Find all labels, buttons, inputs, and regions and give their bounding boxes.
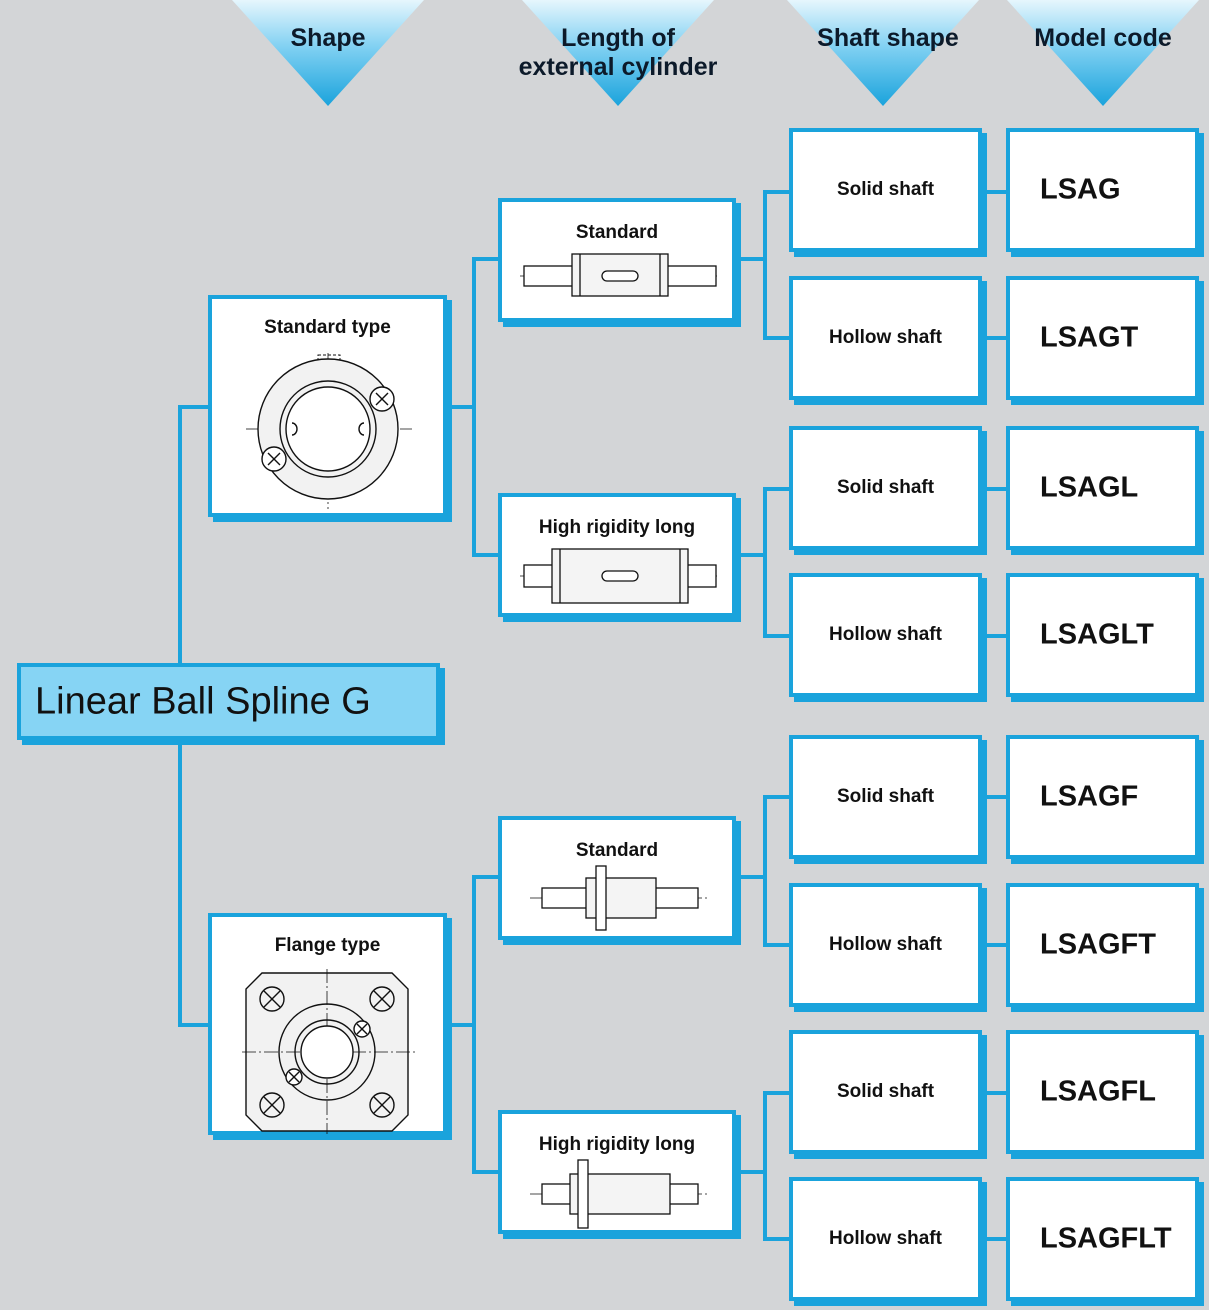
long-length-drawing: [520, 548, 720, 604]
model-label: LSAGT: [1040, 321, 1139, 354]
model-lsaglt: LSAGLT: [1006, 573, 1199, 697]
header-triangle-shaft: [787, 0, 979, 106]
model-lsag: LSAG: [1006, 128, 1199, 252]
header-triangle-length: [522, 0, 714, 106]
flange-standard-length-drawing: [530, 865, 710, 931]
length-high-rigidity-long-1: High rigidity long: [498, 493, 736, 617]
shaft-hollow-3: Hollow shaft: [789, 883, 982, 1007]
model-lsagl: LSAGL: [1006, 426, 1199, 550]
shaft-solid-3: Solid shaft: [789, 735, 982, 859]
length-standard-2: Standard: [498, 816, 736, 940]
length-label: High rigidity long: [538, 517, 696, 538]
header-shape: Shape: [290, 24, 366, 52]
header-length: Length of external cylinder: [518, 24, 718, 81]
header-triangles: [232, 0, 1199, 106]
header-triangle-shape: [232, 0, 424, 106]
length-standard-1: Standard: [498, 198, 736, 322]
model-lsagflt: LSAGFLT: [1006, 1177, 1199, 1301]
header-shaft-shape: Shaft shape: [817, 24, 959, 52]
model-label: LSAGFT: [1040, 928, 1156, 961]
shaft-label: Solid shaft: [836, 179, 935, 200]
shaft-hollow-1: Hollow shaft: [789, 276, 982, 400]
model-label: LSAGFLT: [1040, 1222, 1172, 1255]
flange-type-drawing: [242, 969, 417, 1134]
shaft-label: Solid shaft: [836, 786, 935, 807]
model-lsagfl: LSAGFL: [1006, 1030, 1199, 1154]
flange-long-length-drawing: [530, 1159, 710, 1229]
shape-standard-type: Standard type: [208, 295, 447, 517]
shaft-label: Hollow shaft: [829, 624, 942, 645]
model-label: LSAGL: [1040, 471, 1139, 504]
standard-type-drawing: [246, 353, 412, 509]
length-label: High rigidity long: [538, 1134, 696, 1155]
shape-label: Flange type: [274, 935, 381, 956]
shaft-label: Hollow shaft: [829, 1228, 942, 1249]
shaft-label: Hollow shaft: [829, 327, 942, 348]
shaft-label: Hollow shaft: [829, 934, 942, 955]
model-label: LSAGF: [1040, 780, 1139, 813]
shaft-hollow-4: Hollow shaft: [789, 1177, 982, 1301]
length-label: Standard: [575, 222, 659, 243]
header-model-code: Model code: [1034, 24, 1172, 52]
model-lsagf: LSAGF: [1006, 735, 1199, 859]
shaft-solid-2: Solid shaft: [789, 426, 982, 550]
shaft-label: Solid shaft: [836, 1081, 935, 1102]
header-triangle-model: [1007, 0, 1199, 106]
root-node: Linear Ball Spline G: [17, 663, 440, 740]
shape-label: Standard type: [264, 317, 391, 338]
root-label: Linear Ball Spline G: [35, 680, 371, 722]
standard-length-drawing: [520, 253, 720, 297]
model-label: LSAGLT: [1040, 618, 1154, 651]
shape-flange-type: Flange type: [208, 913, 447, 1135]
model-lsagt: LSAGT: [1006, 276, 1199, 400]
length-label: Standard: [575, 840, 659, 861]
shaft-solid-4: Solid shaft: [789, 1030, 982, 1154]
model-label: LSAG: [1040, 173, 1121, 206]
model-label: LSAGFL: [1040, 1075, 1156, 1108]
length-high-rigidity-long-2: High rigidity long: [498, 1110, 736, 1234]
model-lsagft: LSAGFT: [1006, 883, 1199, 1007]
shaft-label: Solid shaft: [836, 477, 935, 498]
shaft-solid-1: Solid shaft: [789, 128, 982, 252]
shaft-hollow-2: Hollow shaft: [789, 573, 982, 697]
